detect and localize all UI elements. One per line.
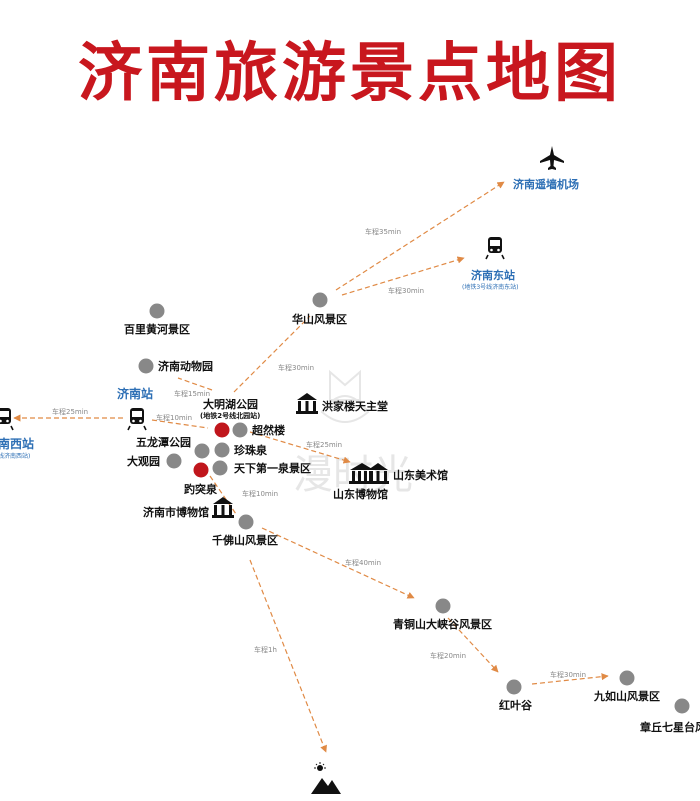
spot-label-chaoranlou: 超然楼 xyxy=(251,423,285,437)
spot-label-baotuquan: 趵突泉 xyxy=(184,482,218,496)
spot-markers[interactable] xyxy=(138,292,690,714)
station-label-west: 南西站 xyxy=(0,436,34,451)
route-qingtongshan-hongyegu xyxy=(447,617,499,673)
museum-label-meishuguan: 山东美术馆 xyxy=(393,468,448,482)
route-jinan-daminghu xyxy=(151,419,209,429)
spot-marker-zoo xyxy=(138,358,154,374)
spot-marker-zhenzhuquan xyxy=(214,442,230,458)
route-label: 车程30min xyxy=(278,363,314,372)
museum-label-jinan: 济南市博物馆 xyxy=(143,505,209,519)
route-huashan-airport xyxy=(335,181,505,291)
route-huashan-east xyxy=(341,256,465,296)
spot-marker-baili xyxy=(149,303,165,319)
route-hongyegu-jiurushan xyxy=(531,673,609,685)
spot-label-daguanyuan: 大观园 xyxy=(127,454,160,468)
spot-label-huashan: 华山风景区 xyxy=(292,312,347,326)
route-lines xyxy=(13,181,609,753)
route-label: 车程15min xyxy=(174,389,210,398)
station-sublabel-west: 线济南西站) xyxy=(0,452,30,460)
spot-label-wulongtan: 五龙潭公园 xyxy=(136,435,191,449)
route-label: 车程35min xyxy=(365,227,401,236)
spot-marker-baotuquan xyxy=(193,462,209,478)
spot-sublabel-daminghu: (地铁2号线北园站) xyxy=(200,411,260,420)
airplane-icon xyxy=(540,146,564,170)
route-label: 车程40min xyxy=(345,558,381,567)
spot-marker-jiurushan xyxy=(619,670,635,686)
spot-marker-huashan xyxy=(312,292,328,308)
museum-icon xyxy=(367,463,389,484)
spot-marker-chaoranlou xyxy=(232,422,248,438)
route-label: 车程10min xyxy=(156,413,192,422)
route-label: 车程1h xyxy=(254,645,277,654)
route-qianfoshan-qingtongshan xyxy=(261,527,415,599)
station-label-jinan: 济南站 xyxy=(117,386,153,401)
spot-marker-tianxia xyxy=(212,460,228,476)
spot-label-qingtongshan: 青铜山大峡谷风景区 xyxy=(393,617,492,631)
route-label: 车程30min xyxy=(550,670,586,679)
route-label: 车程25min xyxy=(52,407,88,416)
spot-label-zhenzhuquan: 珍珠泉 xyxy=(234,443,268,457)
spot-marker-qingtongshan xyxy=(435,598,451,614)
route-label: 车程20min xyxy=(430,651,466,660)
spot-marker-daminghu xyxy=(214,422,230,438)
museum-label-hongjialou: 洪家楼天主堂 xyxy=(322,399,388,413)
station-label-east: 济南东站 xyxy=(471,268,515,282)
museum-icon xyxy=(212,497,234,518)
mountain-icon xyxy=(311,762,341,794)
train-icon xyxy=(0,408,14,431)
route-labels: 车程35min 车程30min 车程30min 车程15min 车程10min … xyxy=(52,227,586,679)
spot-marker-hongyegu xyxy=(506,679,522,695)
spot-label-baili: 百里黄河景区 xyxy=(124,322,190,336)
spot-label-zoo: 济南动物园 xyxy=(158,359,213,373)
spot-label-jiurushan: 九如山风景区 xyxy=(593,689,660,703)
spot-label-qianfoshan: 千佛山风景区 xyxy=(212,533,278,547)
route-qianfoshan-mountain xyxy=(249,559,327,753)
spot-label-tianxia: 天下第一泉景区 xyxy=(234,461,311,475)
museum-icon xyxy=(296,393,318,414)
station-label-airport: 济南遥墙机场 xyxy=(513,177,579,191)
spot-label-daminghu: 大明湖公园 xyxy=(203,397,258,411)
route-daminghu-museum xyxy=(249,431,351,464)
train-icon xyxy=(485,237,505,260)
spot-label-hongyegu: 红叶谷 xyxy=(499,698,533,712)
route-label: 车程30min xyxy=(388,286,424,295)
train-icon xyxy=(127,408,147,431)
spot-marker-wulongtan xyxy=(194,443,210,459)
route-label: 车程10min xyxy=(242,489,278,498)
museum-label-shandong: 山东博物馆 xyxy=(333,487,388,501)
route-label: 车程25min xyxy=(306,440,342,449)
station-sublabel-east: (地铁3号线济南东站) xyxy=(462,283,519,291)
spot-marker-daguanyuan xyxy=(166,453,182,469)
route-daminghu-huashan xyxy=(233,315,311,393)
spot-marker-zhangqiu xyxy=(674,698,690,714)
page-title: 济南旅游景点地图 xyxy=(78,37,622,111)
spot-label-zhangqiu: 章丘七星台风 xyxy=(640,720,700,734)
route-daminghu-zoo xyxy=(177,377,213,391)
spot-marker-qianfoshan xyxy=(238,514,254,530)
